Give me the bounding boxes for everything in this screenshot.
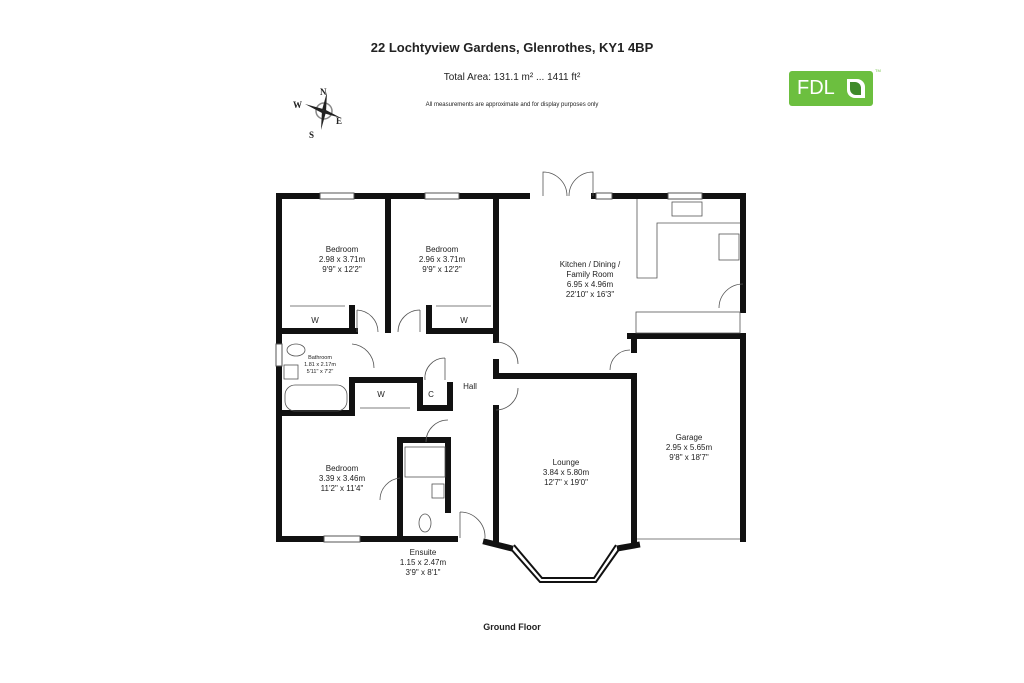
shower-icon [404, 446, 446, 478]
room-hall: Hall [463, 382, 477, 391]
room-name: Ensuite [409, 548, 437, 557]
room-imperial: 11'2" x 11'4" [320, 484, 364, 493]
basin-icon [283, 364, 299, 380]
room-name-2: Family Room [566, 270, 614, 279]
trademark: TM [875, 68, 881, 73]
room-imperial: 5'11" x 7'2" [306, 369, 334, 375]
page-title: 22 Lochtyview Gardens, Glenrothes, KY1 4… [370, 40, 654, 55]
sink-icon [671, 201, 703, 217]
room-name: Bathroom [308, 355, 332, 361]
ensuite-toilet-icon [418, 513, 432, 533]
room-name: Bedroom [325, 464, 359, 473]
room-name: Bedroom [325, 245, 359, 254]
fdl-logo: FDL [789, 71, 873, 106]
room-metric: 3.39 x 3.46m [318, 474, 366, 483]
room-metric: 2.98 x 3.71m [318, 255, 366, 264]
compass-icon: N W E S [293, 87, 342, 140]
room-name: Garage [675, 433, 703, 442]
room-imperial: 9'9" x 12'2" [322, 265, 362, 274]
floor-label: Ground Floor [483, 622, 541, 632]
room-imperial: 22'10" x 16'3" [565, 290, 615, 299]
room-metric: 2.96 x 3.71m [418, 255, 466, 264]
room-imperial: 9'9" x 12'2" [422, 265, 462, 274]
walls [276, 193, 746, 552]
room-metric: 2.95 x 5.65m [665, 443, 713, 452]
total-area: Total Area: 131.1 m² ... 1411 ft² [443, 72, 581, 83]
compass-n: N [320, 87, 327, 97]
fixtures [283, 199, 741, 533]
room-imperial: 12'7" x 19'0" [544, 478, 588, 487]
room-name: Kitchen / Dining / [559, 260, 621, 269]
room-metric: 1.81 x 2.17m [304, 362, 336, 368]
logo-text: FDL [797, 77, 835, 99]
wardrobe-label: W [377, 390, 385, 399]
room-name: Lounge [552, 458, 580, 467]
wardrobe-label: W [311, 316, 319, 325]
room-imperial: 3'9" x 8'1" [405, 568, 441, 577]
cupboard-label: C [428, 390, 434, 399]
hob-icon [718, 233, 740, 261]
ensuite-basin-icon [431, 483, 445, 499]
bath-icon [284, 384, 348, 412]
toilet-icon [286, 343, 306, 357]
leaf-icon [847, 79, 865, 98]
bay-window [509, 544, 621, 583]
room-metric: 1.15 x 2.47m [399, 558, 447, 567]
room-name: Bedroom [425, 245, 459, 254]
disclaimer: All measurements are approximate and for… [425, 102, 599, 108]
compass-s: S [309, 130, 314, 140]
compass-w: W [293, 100, 302, 110]
compass-e: E [336, 116, 342, 126]
windows [275, 192, 703, 543]
room-metric: 6.95 x 4.96m [566, 280, 614, 289]
room-metric: 3.84 x 5.80m [542, 468, 590, 477]
doors [351, 171, 744, 540]
room-imperial: 9'8" x 18'7" [669, 453, 709, 462]
wardrobe-label: W [460, 316, 468, 325]
